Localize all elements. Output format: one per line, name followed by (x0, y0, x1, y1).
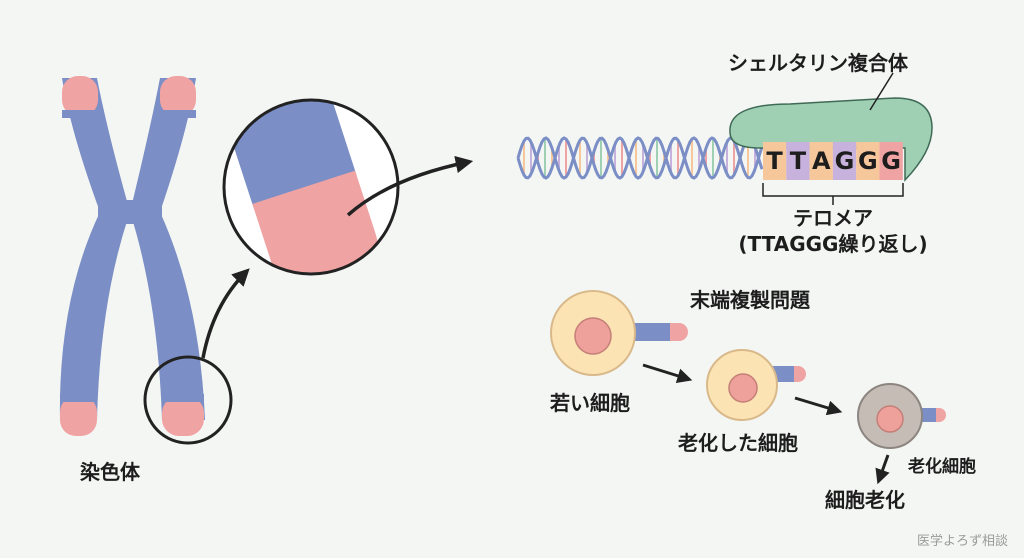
base-letter: A (812, 147, 831, 175)
telomere-bottom-left (60, 396, 97, 436)
aged-cell-label: 老化した細胞 (678, 431, 798, 455)
dna-strand (516, 136, 764, 180)
base-block (786, 142, 810, 180)
end-replication-title: 末端複製問題 (690, 288, 811, 312)
telomere-top-left (62, 76, 98, 116)
telomere-sublabel: (TTAGGG繰り返し) (738, 232, 927, 256)
telomere-top-right (160, 76, 196, 116)
telomere-label: テロメア (793, 206, 873, 230)
watermark: 医学よろず相談 (917, 533, 1008, 549)
base-block (832, 142, 857, 180)
senescence-arrow-icon (875, 454, 890, 485)
chromatid-left (59, 76, 131, 436)
aged-cell (706, 349, 806, 421)
base-letter: G (858, 147, 878, 175)
telomere-arrow-icon (346, 155, 474, 217)
chromosome (59, 76, 205, 436)
base-block (763, 142, 787, 180)
telomere-bottom-right (162, 396, 204, 436)
base-block (856, 142, 880, 180)
senescence-label: 細胞老化 (825, 488, 905, 512)
chromosome-label: 染色体 (80, 460, 141, 484)
shelterin-complex (729, 97, 933, 182)
young-cell (550, 290, 688, 376)
telomere-bracket (762, 183, 904, 197)
dna-helix (516, 136, 764, 180)
aging-arrow-1-icon (642, 363, 693, 384)
base-letter: T (766, 147, 783, 175)
base-letter: T (790, 147, 807, 175)
base-block (879, 142, 903, 180)
centromere (98, 200, 162, 224)
base-letter: G (835, 147, 855, 175)
zoom-circle (222, 98, 474, 276)
chromatid-right (130, 76, 205, 436)
young-cell-label: 若い細胞 (549, 391, 630, 415)
senescent-cell-label: 老化細胞 (907, 456, 976, 477)
base-letter: G (881, 147, 901, 175)
aging-arrow-2-icon (794, 396, 843, 416)
shelterin-pointer (869, 72, 894, 111)
highlight-circle (143, 355, 233, 445)
shelterin-label: シェルタリン複合体 (728, 51, 909, 75)
base-block (809, 142, 833, 180)
zoom-arrow-icon (201, 268, 250, 359)
senescent-cell (857, 383, 946, 449)
